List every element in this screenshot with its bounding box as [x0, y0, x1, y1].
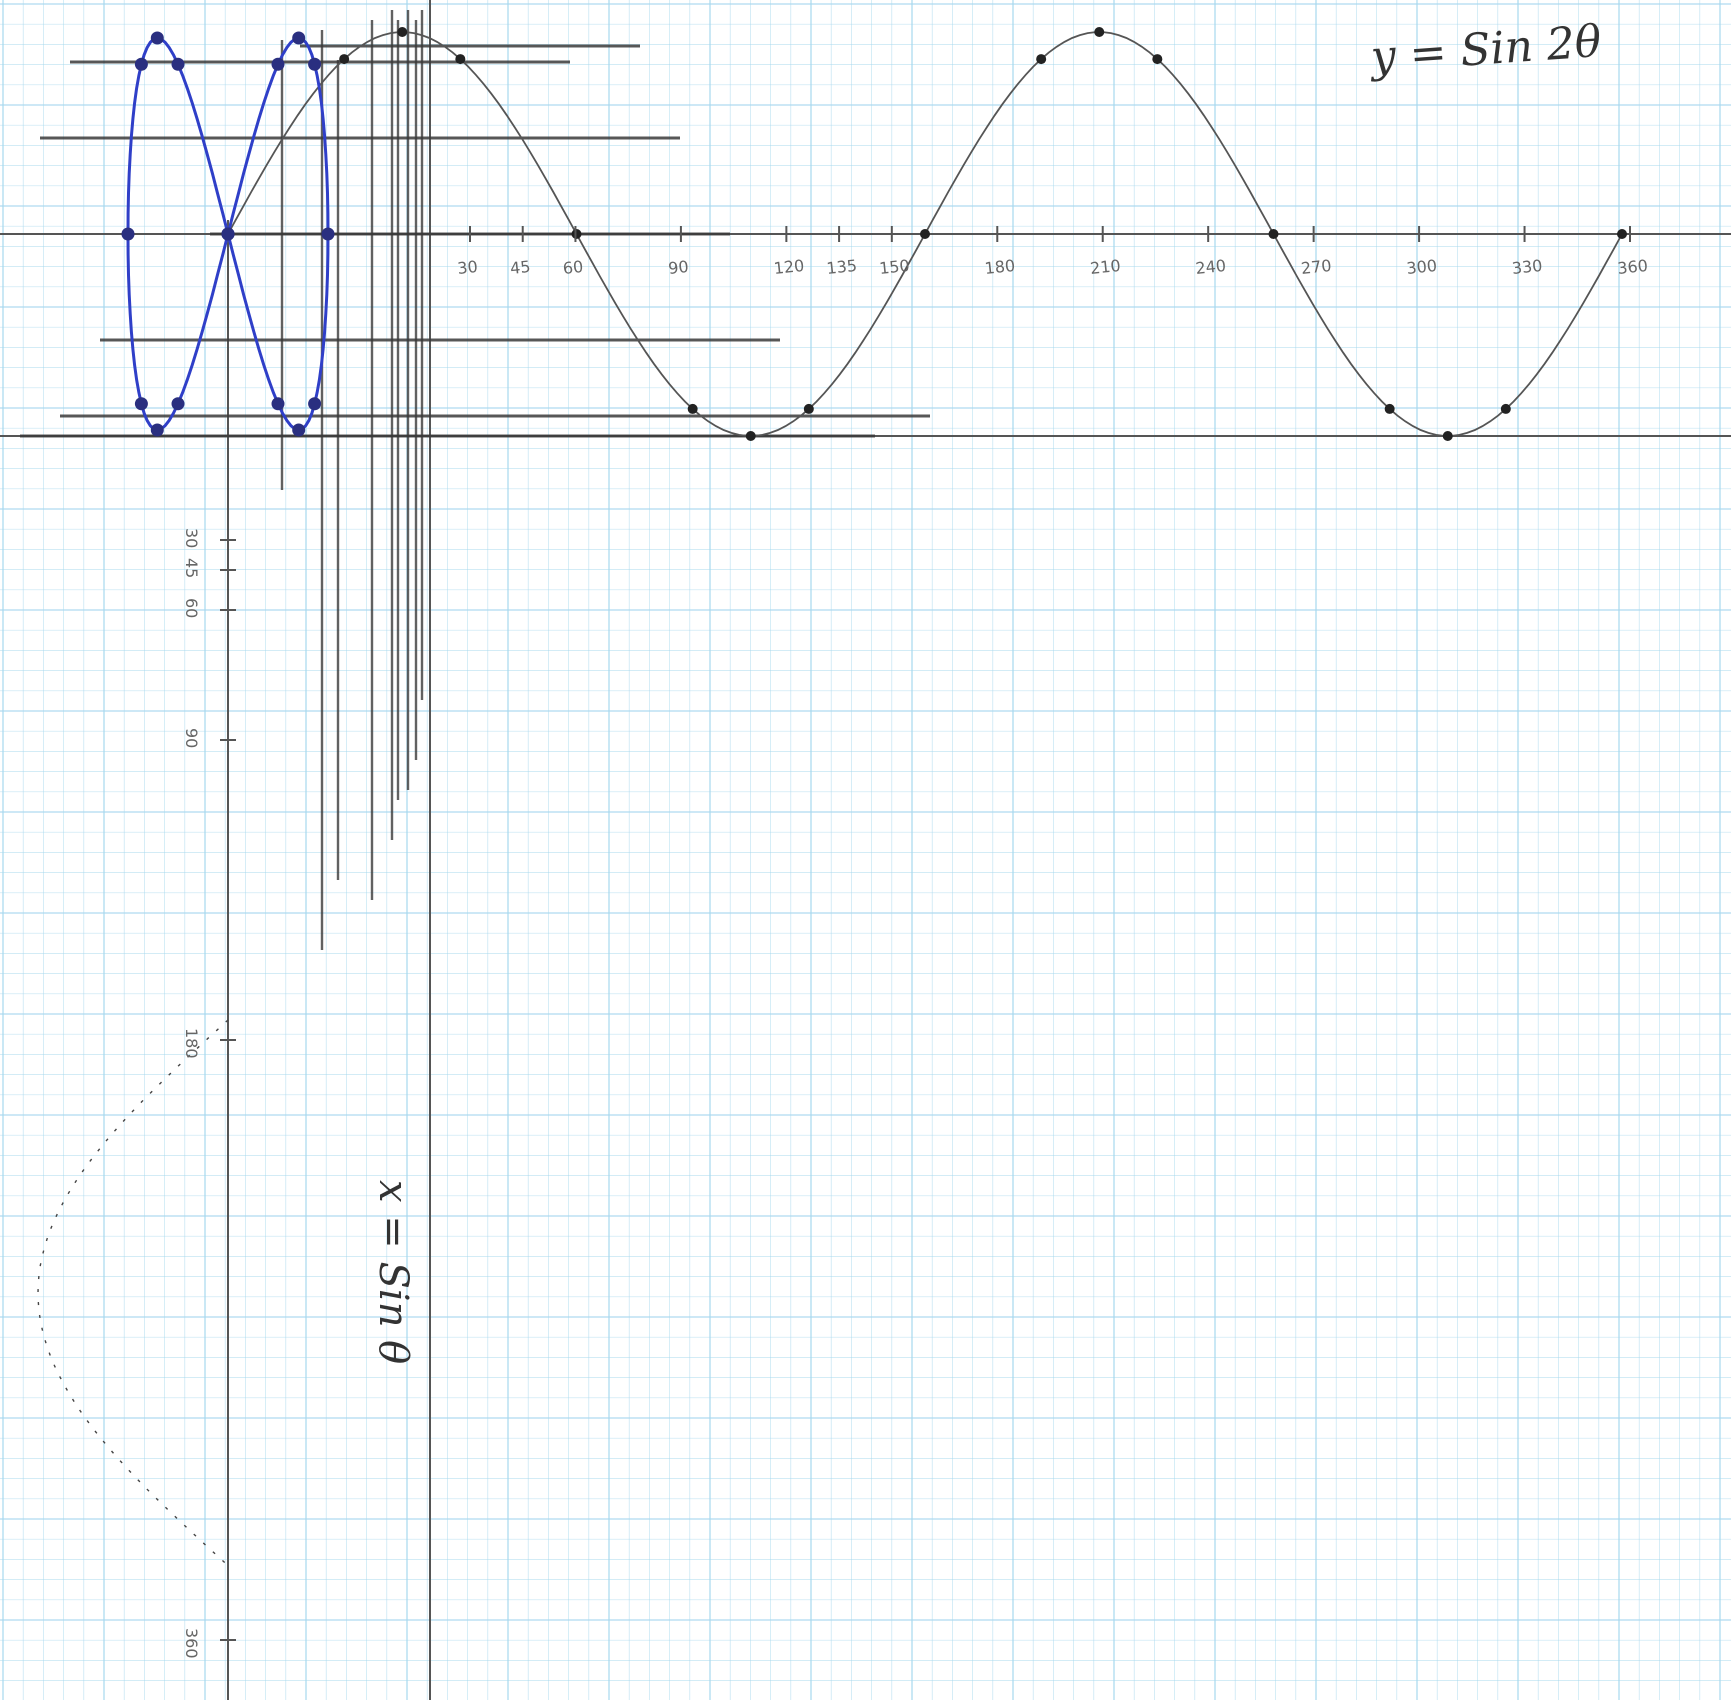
figure-eight-point	[221, 227, 235, 241]
sin-theta-side-curve	[37, 1019, 229, 1567]
param-equation: x = Sin θ	[370, 1180, 416, 1364]
figure-eight-point	[308, 57, 322, 71]
figure-eight-point	[121, 227, 135, 241]
left-axis-tick-label: 30	[182, 528, 201, 548]
sin-2theta-points	[223, 27, 1627, 441]
top-axis-ticks: 30 45 60 90 120 135 150 180 210 240 270 300 330 360	[456, 226, 1649, 278]
figure-eight-point	[271, 57, 285, 71]
figure-eight-point	[292, 423, 306, 437]
vertical-construction-lines	[280, 10, 424, 950]
sine-data-point	[920, 229, 930, 239]
sine-data-point	[1617, 229, 1627, 239]
figure-eight-point	[321, 227, 335, 241]
left-axis-tick-label: 45	[182, 558, 201, 578]
figure-eight-point	[308, 397, 322, 411]
sine-data-point	[1268, 229, 1279, 239]
sine-data-point	[397, 27, 408, 37]
top-axis-tick-label: 330	[1511, 256, 1543, 278]
sine-data-point	[571, 229, 582, 239]
left-axis-tick-label: 60	[182, 598, 201, 618]
sine-data-point	[1442, 431, 1453, 441]
left-axis-tick-label: 180	[182, 1028, 201, 1059]
sine-data-point	[1152, 54, 1163, 65]
title-equation: y = Sin 2θ	[1367, 16, 1603, 83]
figure-eight-point	[171, 397, 185, 411]
sine-data-point	[1384, 403, 1395, 414]
figure-eight-point	[171, 57, 185, 71]
figure-eight-point	[150, 31, 164, 45]
left-axis-tick-label: 90	[182, 728, 201, 748]
sine-data-point	[455, 54, 466, 65]
sine-data-point	[803, 403, 814, 414]
figure-eight-points	[121, 31, 335, 437]
sine-data-point	[745, 431, 756, 441]
top-axis-tick-label: 180	[984, 256, 1016, 278]
top-axis-tick-label: 90	[667, 257, 689, 278]
top-axis-tick-label: 45	[509, 257, 531, 278]
top-axis-tick-label: 270	[1300, 256, 1332, 278]
sine-data-point	[1036, 54, 1047, 65]
figure-eight-point	[271, 397, 285, 411]
left-axis-tick-label: 360	[182, 1628, 201, 1659]
top-axis-tick-label: 240	[1195, 256, 1227, 278]
left-axis-ticks: 30 45 60 90 180 360	[182, 528, 236, 1659]
top-axis-tick-label: 120	[773, 256, 805, 278]
top-axis-tick-label: 135	[826, 256, 858, 278]
top-axis-tick-label: 300	[1406, 256, 1438, 278]
top-axis-tick-label: 30	[456, 257, 478, 278]
top-axis-tick-label: 150	[878, 256, 910, 278]
figure-eight-point	[134, 397, 148, 411]
sine-data-point	[1094, 27, 1105, 37]
sine-data-point	[339, 54, 350, 65]
top-axis-tick-label: 60	[562, 257, 584, 278]
top-axis-tick-label: 360	[1616, 256, 1648, 278]
figure-eight-point	[150, 423, 164, 437]
sine-data-point	[687, 403, 698, 414]
figure-eight-point	[292, 31, 306, 45]
sine-data-point	[1500, 403, 1511, 414]
figure-eight-point	[134, 57, 148, 71]
top-axis-tick-label: 210	[1089, 256, 1121, 278]
